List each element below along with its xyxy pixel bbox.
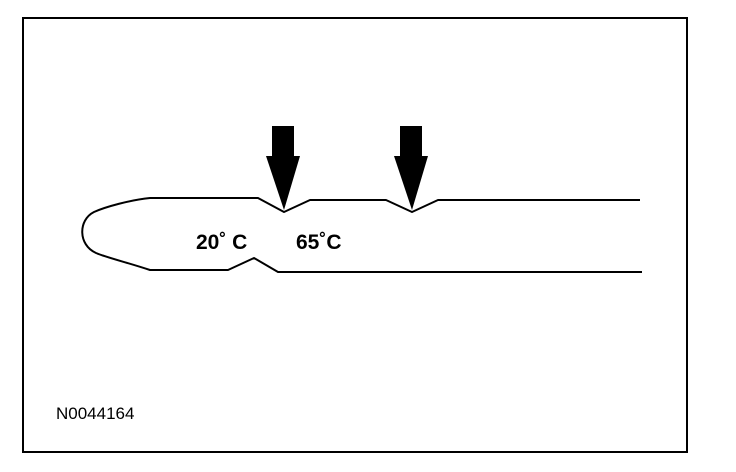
dipstick-outline [81, 197, 642, 273]
figure-id: N0044164 [56, 404, 134, 423]
arrow-down-icon [266, 126, 300, 210]
label-20c: 20˚ C [196, 231, 247, 254]
arrow-down-icon [394, 126, 428, 210]
label-65c: 65˚C [296, 231, 342, 254]
figure-frame [22, 17, 688, 453]
